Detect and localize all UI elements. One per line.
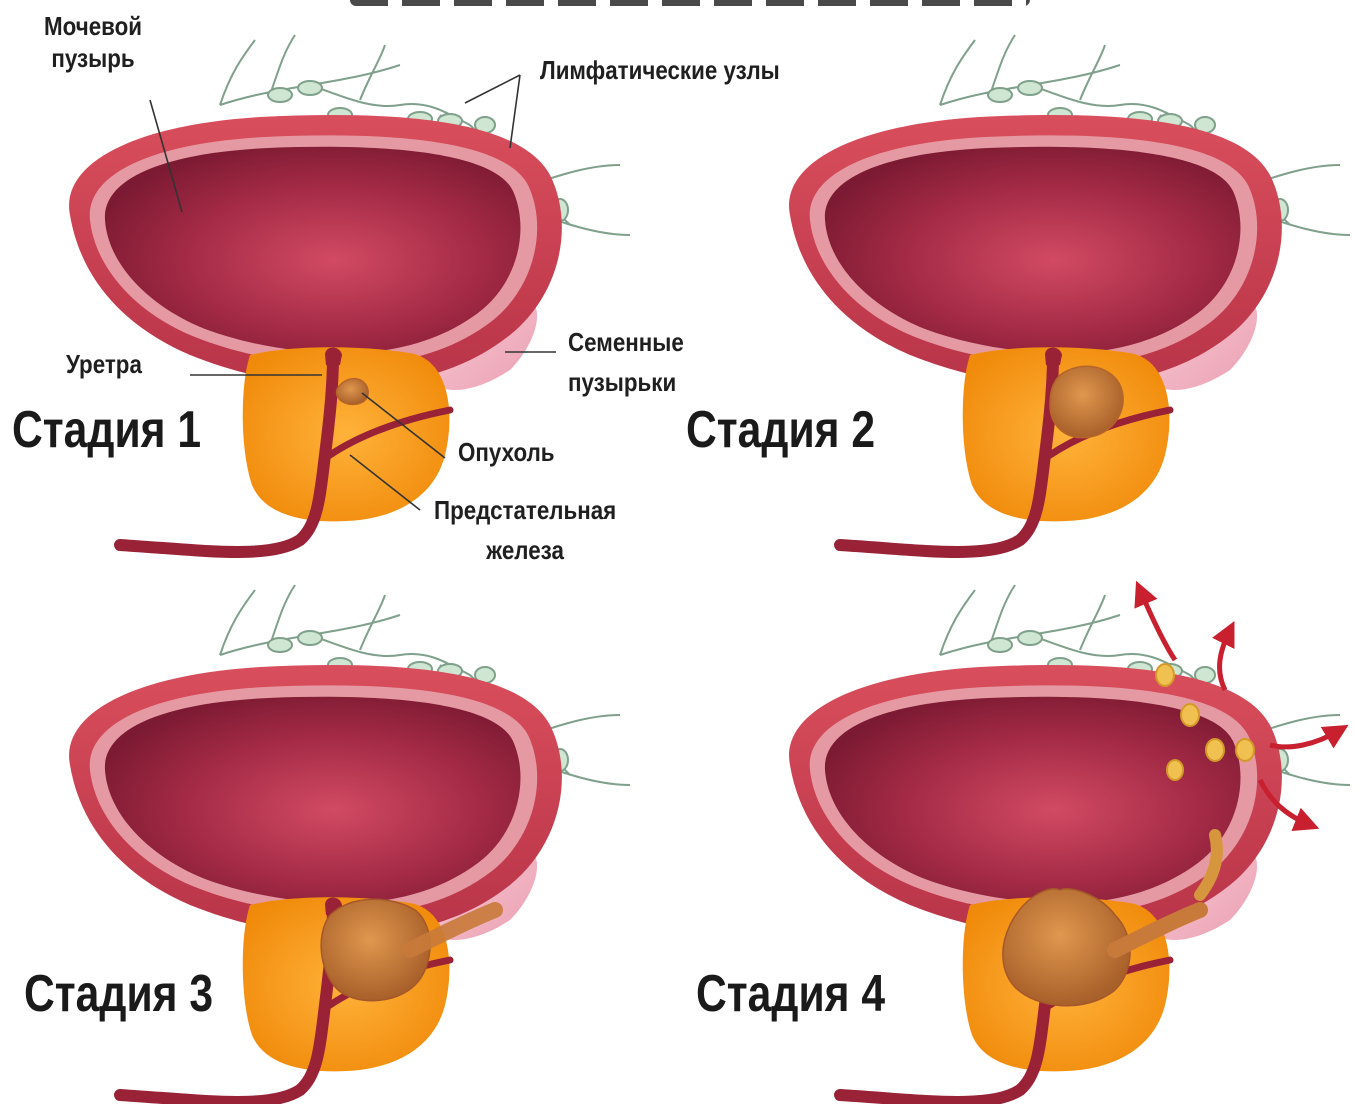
label-prostate-line1: Предстательная [434,494,616,526]
label-prostate: Предстательная железа [434,494,616,566]
stage-2-title: Стадия 2 [686,402,875,458]
label-prostate-line2: железа [434,534,616,566]
label-tumor: Опухоль [458,436,555,468]
label-bladder-line1: Мочевой [44,10,142,42]
stage-4-title: Стадия 4 [696,966,885,1022]
stage-1-title: Стадия 1 [12,402,201,458]
label-seminal-vesicles-line1: Семенные [568,326,684,358]
label-lymph-nodes: Лимфатические узлы [540,54,780,86]
label-bladder: Мочевой пузырь [44,10,142,74]
label-bladder-line2: пузырь [44,42,142,74]
stage-3-title: Стадия 3 [24,966,213,1022]
stage-2-illustration [789,35,1350,552]
stage-3-illustration [69,585,630,1102]
label-urethra: Уретра [66,348,142,380]
stage-4-illustration [789,585,1350,1102]
label-seminal-vesicles: Семенные пузырьки [568,326,684,398]
label-seminal-vesicles-line2: пузырьки [568,366,684,398]
